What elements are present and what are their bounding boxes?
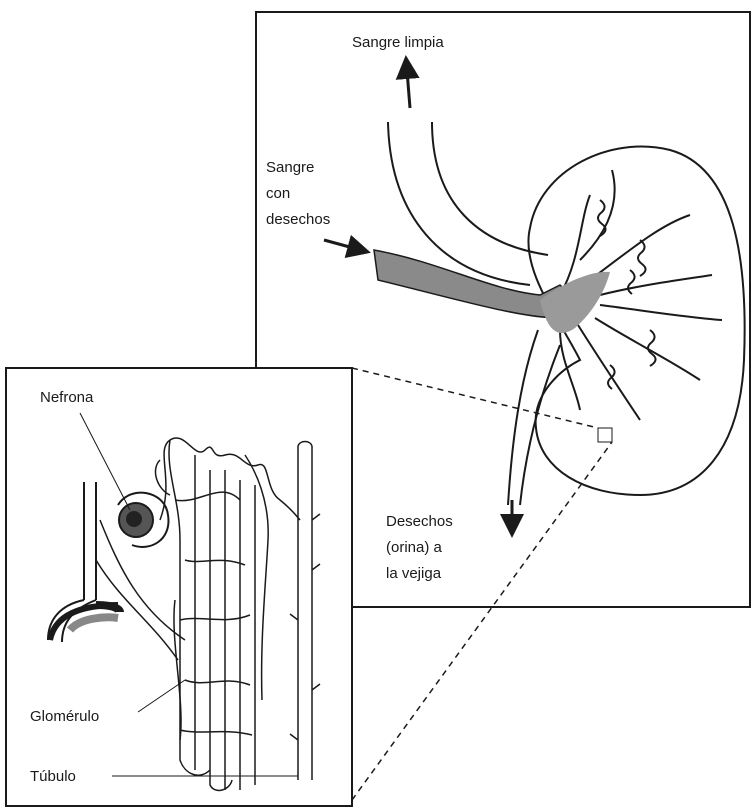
label-dirty-blood-1: Sangre: [266, 159, 314, 176]
label-clean-blood: Sangre limpia: [352, 34, 444, 51]
label-dirty-blood-2: con: [266, 185, 290, 202]
label-nephron: Nefrona: [40, 389, 94, 406]
label-waste-3: la vejiga: [386, 565, 442, 582]
label-glomerulus: Glomérulo: [30, 708, 99, 725]
label-waste-1: Desechos: [386, 513, 453, 530]
label-waste-2: (orina) a: [386, 539, 443, 556]
label-dirty-blood-3: desechos: [266, 211, 330, 228]
label-tubule: Túbulo: [30, 768, 76, 785]
nephron-frame: [6, 368, 352, 806]
glomerulus-core: [126, 511, 142, 527]
